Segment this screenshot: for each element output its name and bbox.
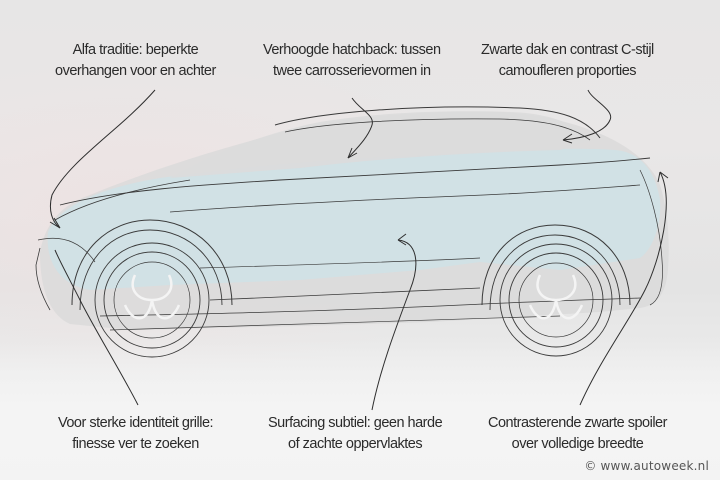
car-body-blue-panel — [47, 148, 661, 290]
car-greenhouse — [170, 111, 590, 178]
arrow-top-left — [49, 89, 156, 229]
rear-rim-pattern — [528, 274, 584, 320]
annotation-bottom-right: Contrasterende zwarte spoiler over volle… — [488, 413, 667, 455]
annotation-line: Verhoogde hatchback: tussen — [263, 42, 441, 58]
arrow-top-right — [562, 89, 612, 141]
front-wheel — [71, 219, 233, 358]
rocker-line — [199, 257, 481, 269]
hood-line — [54, 179, 191, 221]
arrow-bottom-center — [371, 239, 417, 411]
annotation-bottom-center: Surfacing subtiel: geen harde of zachte … — [268, 413, 443, 455]
rear-wheel — [481, 224, 631, 357]
front-bumper — [37, 237, 96, 263]
side-crease — [209, 287, 481, 301]
annotation-line: Voor sterke identiteit grille: — [58, 415, 214, 431]
annotation-line: Zwarte dak en contrast C-stijl — [481, 42, 654, 58]
copyright-credit: © www.autoweek.nl — [584, 459, 709, 473]
arrow-bottom-right — [579, 171, 667, 406]
arrow-bottom-left — [54, 249, 139, 406]
roof-line — [274, 106, 601, 139]
floor-reflection — [0, 340, 720, 480]
annotation-line: twee carrosserievormen in — [273, 63, 431, 79]
annotation-top-center: Verhoogde hatchback: tussen twee carross… — [263, 40, 441, 82]
lower-line — [109, 315, 561, 331]
front-fascia — [35, 247, 51, 311]
annotation-line: camoufleren proporties — [498, 63, 637, 79]
sill-line — [99, 297, 641, 317]
annotation-line: of zachte oppervlaktes — [288, 436, 423, 452]
arrow-top-center — [347, 97, 373, 159]
rear-fascia — [639, 169, 663, 306]
annotation-arrows — [49, 89, 669, 411]
annotation-line: Contrasterende zwarte spoiler — [488, 415, 667, 431]
annotation-top-left: Alfa traditie: beperkte overhangen voor … — [55, 40, 216, 82]
annotation-bottom-left: Voor sterke identiteit grille: finesse v… — [58, 413, 214, 455]
annotation-line: Surfacing subtiel: geen harde — [268, 415, 443, 431]
shoulder-line — [169, 184, 641, 213]
front-rim-pattern — [123, 274, 181, 320]
belt-line — [59, 157, 651, 206]
annotation-line: overhangen voor en achter — [55, 63, 216, 79]
annotation-line: over volledige breedte — [511, 436, 644, 452]
roof-line-2 — [284, 118, 591, 141]
annotation-line: finesse ver te zoeken — [72, 436, 199, 452]
annotation-line: Alfa traditie: beperkte — [72, 42, 199, 58]
annotation-top-right: Zwarte dak en contrast C-stijl camoufler… — [481, 40, 654, 82]
